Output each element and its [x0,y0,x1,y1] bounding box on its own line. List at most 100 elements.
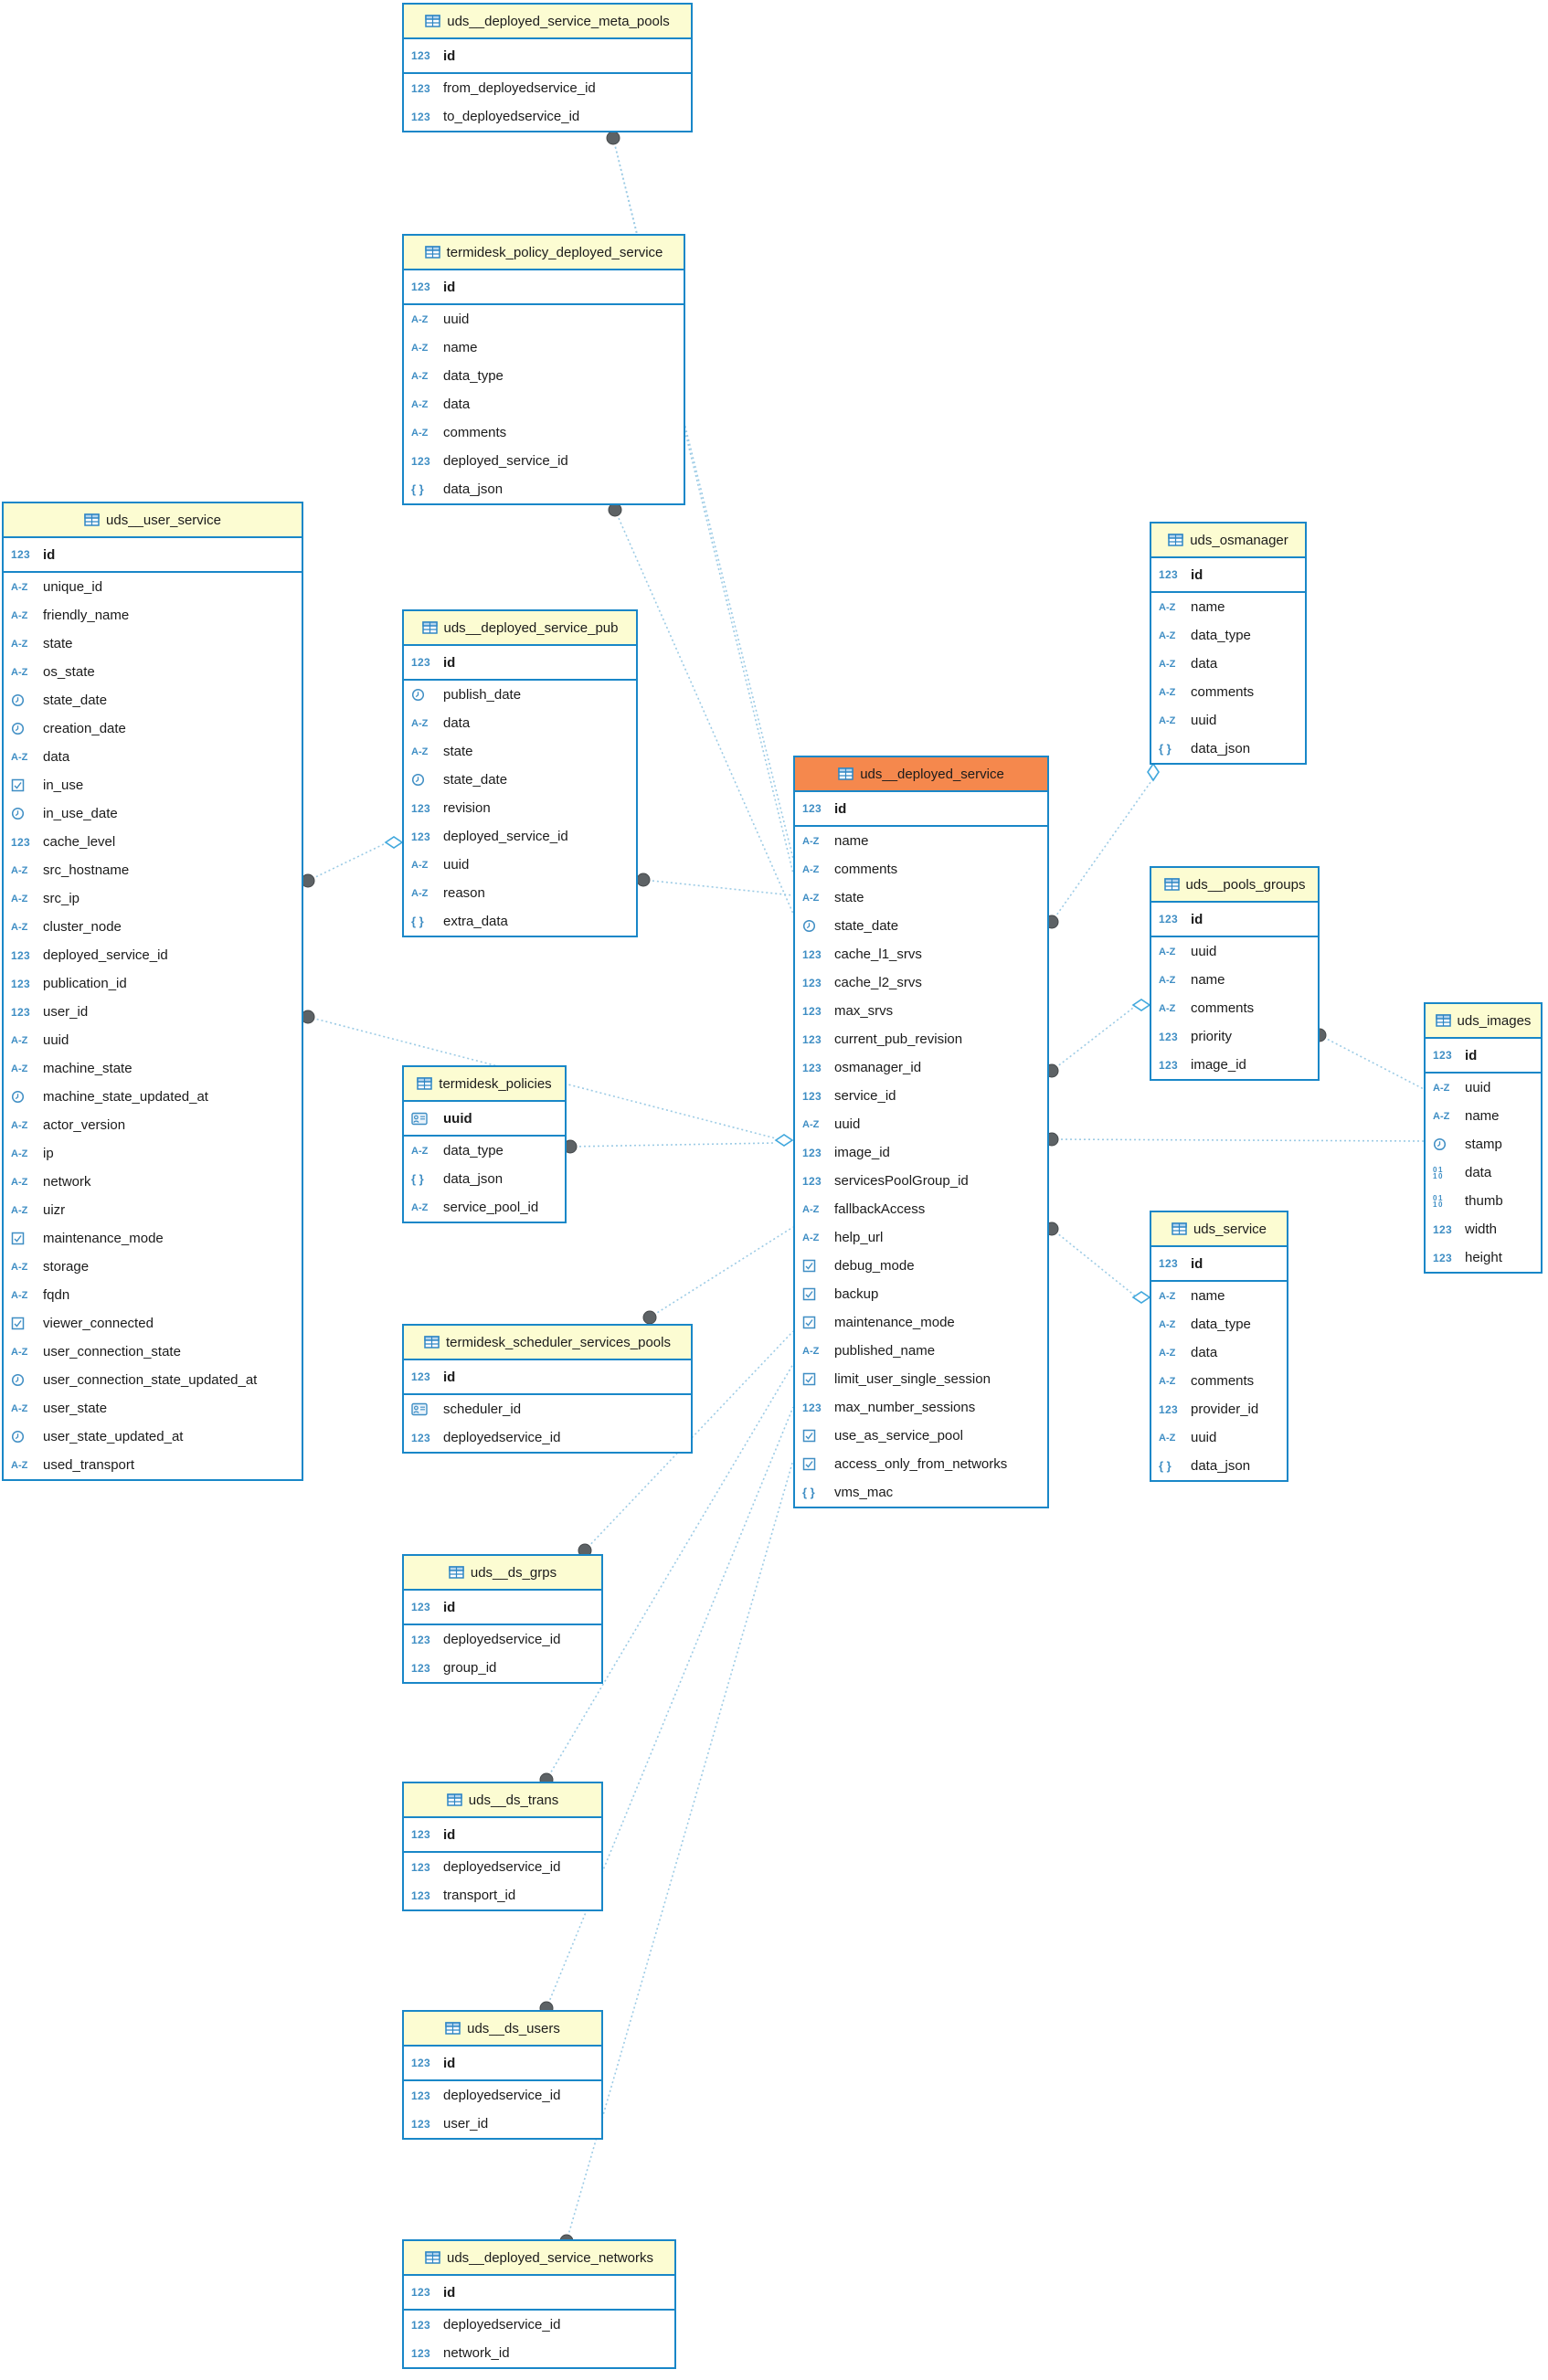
field-row-maintenance_mode[interactable]: maintenance_mode [795,1308,1047,1337]
relationship-line[interactable] [642,879,794,896]
relationship-line[interactable] [612,137,794,874]
field-row-state_date[interactable]: state_date [795,912,1047,940]
relationship-line[interactable] [566,1459,794,2242]
relationship-line[interactable] [1051,1004,1138,1072]
relationship-line[interactable] [1051,777,1154,923]
relationship-line[interactable] [1051,1228,1138,1298]
field-row-maintenance_mode[interactable]: maintenance_mode [4,1224,302,1253]
relationship-line[interactable] [307,841,388,882]
relationship-line[interactable] [614,509,794,915]
field-row-use_as_service_pool[interactable]: use_as_service_pool [795,1422,1047,1450]
table-header-uds__deployed_service_networks[interactable]: uds__deployed_service_networks [404,2241,674,2276]
table-header-termidesk_scheduler_services_pools[interactable]: termidesk_scheduler_services_pools [404,1326,691,1360]
field-row-access_only_from_networks[interactable]: access_only_from_networks [795,1450,1047,1478]
table-header-uds__deployed_service[interactable]: uds__deployed_service [795,757,1047,792]
field-row-in_use[interactable]: in_use [4,771,302,799]
relationship-line[interactable] [569,1142,777,1148]
table-header-uds_osmanager[interactable]: uds_osmanager [1151,524,1305,558]
table-header-termidesk_policy_deployed_service[interactable]: termidesk_policy_deployed_service [404,236,684,270]
table-header-uds__ds_users[interactable]: uds__ds_users [404,2012,601,2047]
field-row-data_json[interactable]: { }data_json [404,475,684,503]
field-row-user_connection_state_updated_at[interactable]: user_connection_state_updated_at [4,1366,302,1394]
field-row-publish_date[interactable]: publish_date [404,681,636,709]
field-row-creation_date[interactable]: creation_date [4,714,302,743]
table-header-uds__deployed_service_pub[interactable]: uds__deployed_service_pub [404,611,636,646]
field-row-debug_mode[interactable]: debug_mode [795,1252,1047,1280]
field-row-machine_state_updated_at[interactable]: machine_state_updated_at [4,1083,302,1111]
field-row-scheduler_id[interactable]: scheduler_id [404,1395,691,1423]
field-row-data_json[interactable]: { }data_json [1151,735,1305,763]
relationship-line[interactable] [546,1406,794,2009]
field-row-uuid[interactable]: uuid [404,1102,565,1135]
